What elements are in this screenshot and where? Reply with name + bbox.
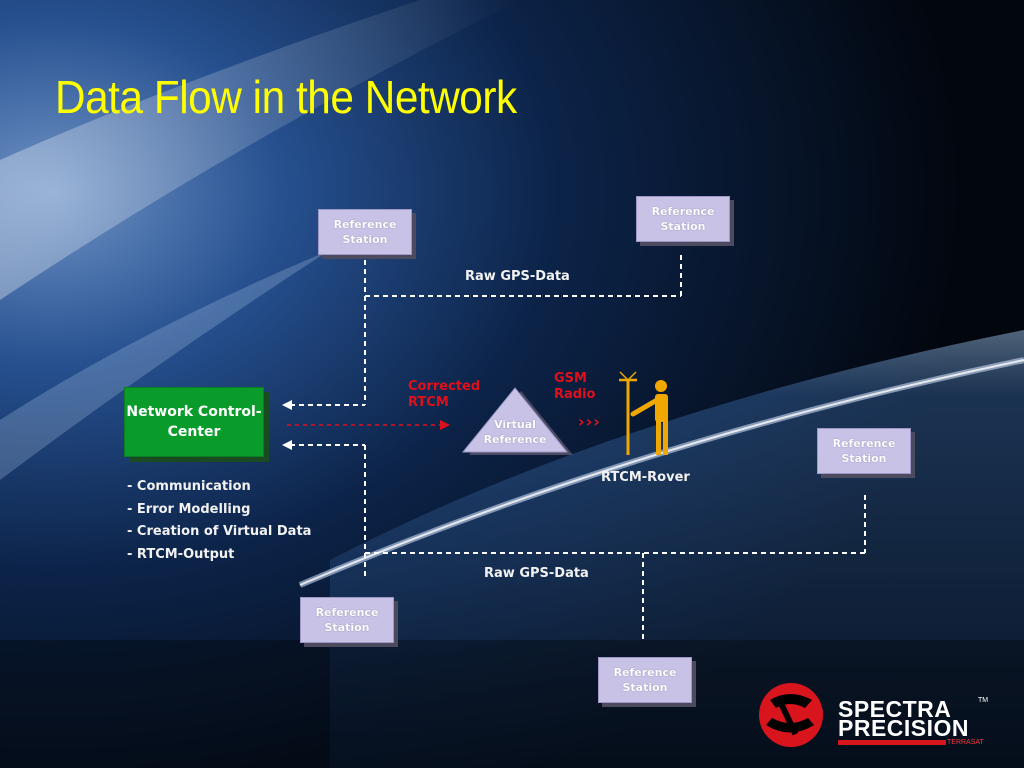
virtual-reference-triangle — [461, 387, 569, 453]
reference-station-bottom-center: Reference Station — [598, 657, 692, 703]
reference-station-top-right: Reference Station — [636, 196, 730, 242]
function-item: - Error Modelling — [127, 501, 251, 517]
network-control-center: Network Control-Center — [124, 387, 264, 457]
control-center-functions-list: - Communication - Error Modelling - Crea… — [127, 476, 311, 566]
surveyor-with-pole-icon — [619, 371, 668, 455]
gsm-radio-label: GSM Radio — [554, 371, 596, 402]
reference-station-top-left: Reference Station — [318, 209, 412, 255]
corrected-rtcm-arrowhead — [440, 420, 450, 430]
rtcm-rover-label: RTCM-Rover — [601, 470, 690, 485]
virtual-reference-label: Virtual Reference — [483, 418, 547, 446]
logo-trademark: TM — [978, 697, 989, 704]
arrowhead-ncc-lower — [282, 440, 292, 450]
slide-title: Data Flow in the Network — [55, 71, 517, 123]
logo-red-bar — [838, 740, 946, 745]
function-item: - Creation of Virtual Data — [127, 524, 312, 539]
reference-station-right: Reference Station — [817, 428, 911, 474]
raw-gps-data-label-bottom: Raw GPS-Data — [484, 566, 589, 581]
logo-spectra-text: SPECTRA — [838, 696, 952, 722]
logo-terrasat-text: TERRASAT — [947, 739, 984, 746]
raw-gps-data-label-top: Raw GPS-Data — [465, 269, 570, 284]
reference-station-bottom-left: Reference Station — [300, 597, 394, 643]
corrected-rtcm-label: Corrected RTCM — [408, 379, 481, 410]
function-item: - RTCM-Output — [127, 546, 235, 562]
function-item: - Communication — [127, 479, 251, 494]
arrowhead-ncc-upper — [282, 400, 292, 410]
spectra-precision-logo-icon — [759, 683, 823, 747]
logo-precision-text: PRECISION — [838, 715, 970, 741]
radio-signal-arrows: ››› — [578, 412, 601, 431]
